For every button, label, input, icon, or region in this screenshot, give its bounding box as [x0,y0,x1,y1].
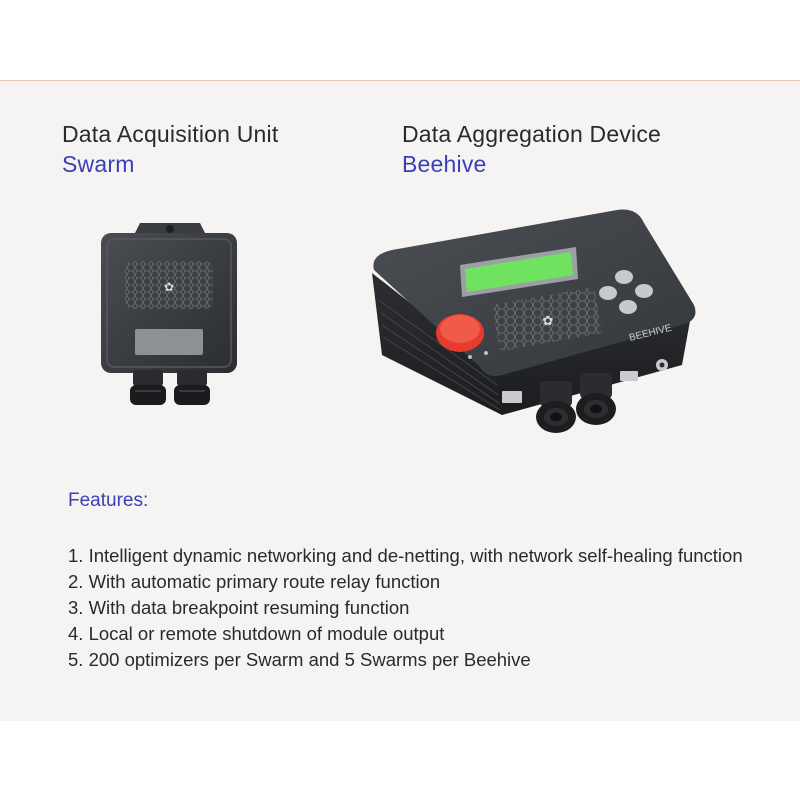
swarm-device-image: ✿ [101,223,237,405]
feature-item: 2. With automatic primary route relay fu… [68,571,441,592]
swarm-name: Swarm [62,151,135,177]
feature-item: 4. Local or remote shutdown of module ou… [68,623,445,644]
swarm-title: Data Acquisition Unit [62,121,279,147]
svg-text:✿: ✿ [164,280,174,294]
beehive-title: Data Aggregation Device [402,121,662,147]
features-heading: Features: [68,490,149,511]
beehive-device-image: ✿ BEEHIVE [372,209,696,433]
beehive-name: Beehive [402,151,487,177]
feature-item: 3. With data breakpoint resuming functio… [68,597,410,618]
feature-item: 1. Intelligent dynamic networking and de… [68,545,743,566]
features-list: 1. Intelligent dynamic networking and de… [68,543,788,673]
feature-item: 5. 200 optimizers per Swarm and 5 Swarms… [68,649,531,670]
svg-text:✿: ✿ [543,314,554,329]
